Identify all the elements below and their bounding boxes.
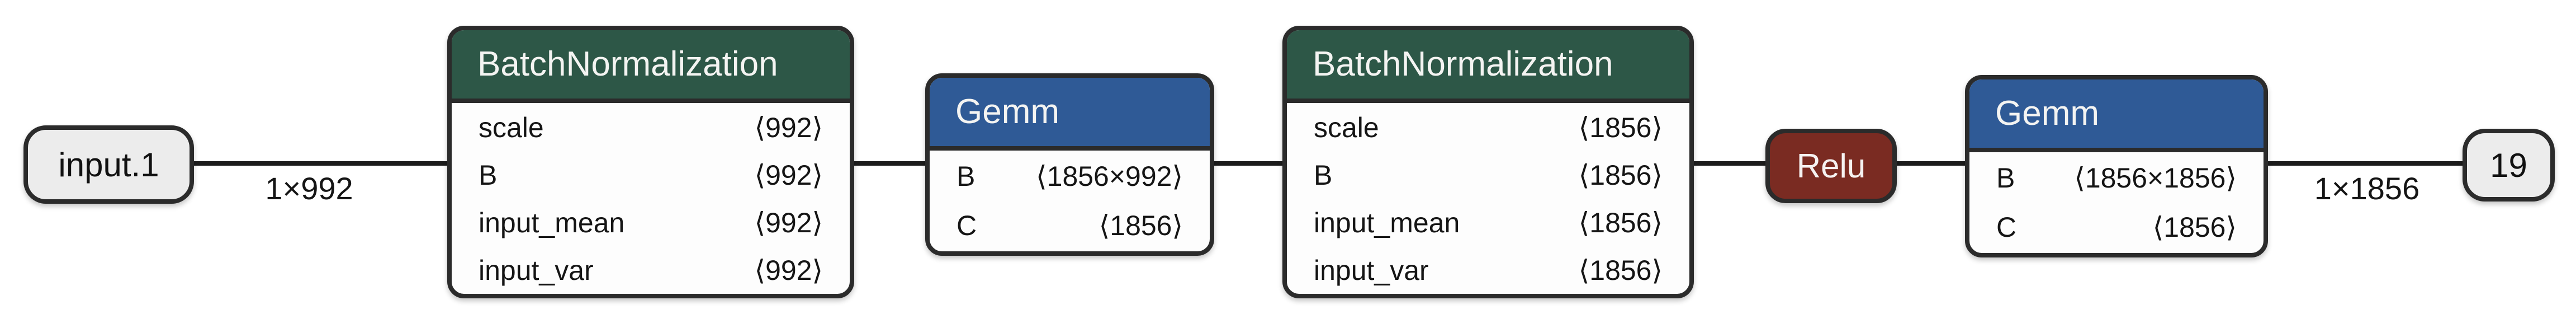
param-shape: ⟨1856⟩ [1578, 207, 1663, 238]
node-output[interactable]: 19 [2463, 129, 2555, 202]
param-name: input_var [479, 255, 594, 286]
node-batchnormalization-1-title: BatchNormalization [452, 30, 850, 103]
node-gemm-1[interactable]: Gemm B ⟨1856×992⟩ C ⟨1856⟩ [925, 73, 1214, 256]
param-shape: ⟨992⟩ [754, 112, 823, 143]
param-row-b: B ⟨1856×1856⟩ [1969, 153, 2264, 203]
param-name: C [1996, 212, 2017, 243]
param-name: C [956, 210, 977, 241]
node-relu-label: Relu [1796, 147, 1866, 185]
param-row-b: B ⟨992⟩ [452, 152, 850, 199]
node-input[interactable]: input.1 [23, 125, 194, 204]
param-row-scale: scale ⟨992⟩ [452, 104, 850, 152]
node-gemm-2[interactable]: Gemm B ⟨1856×1856⟩ C ⟨1856⟩ [1965, 75, 2268, 257]
node-output-label: 19 [2490, 146, 2527, 184]
param-row-scale: scale ⟨1856⟩ [1287, 104, 1689, 152]
param-shape: ⟨1856×1856⟩ [2074, 162, 2237, 194]
param-name: B [956, 161, 976, 192]
node-input-label: input.1 [58, 146, 159, 184]
param-name: input_mean [1314, 207, 1460, 238]
param-name: B [1314, 160, 1333, 191]
param-name: input_mean [479, 207, 625, 238]
param-row-input-mean: input_mean ⟨992⟩ [452, 199, 850, 247]
param-shape: ⟨1856⟩ [1578, 255, 1663, 286]
edge-label-input-shape: 1×992 [265, 171, 353, 206]
param-row-input-var: input_var ⟨992⟩ [452, 247, 850, 294]
node-gemm-1-title: Gemm [930, 78, 1210, 151]
param-name: B [479, 160, 498, 191]
edge-bn1-to-gemm1 [851, 161, 929, 166]
edge-label-output-shape: 1×1856 [2314, 171, 2420, 206]
param-name: scale [1314, 112, 1379, 143]
param-name: input_var [1314, 255, 1429, 286]
param-shape: ⟨992⟩ [754, 207, 823, 238]
param-row-b: B ⟨1856⟩ [1287, 152, 1689, 199]
param-shape: ⟨1856×992⟩ [1036, 161, 1183, 192]
node-batchnormalization-1[interactable]: BatchNormalization scale ⟨992⟩ B ⟨992⟩ i… [447, 26, 854, 298]
param-row-b: B ⟨1856×992⟩ [930, 152, 1210, 201]
node-gemm-2-title: Gemm [1969, 79, 2264, 152]
node-batchnormalization-2-title: BatchNormalization [1287, 30, 1689, 103]
param-name: B [1996, 162, 2015, 194]
param-name: scale [479, 112, 544, 143]
param-shape: ⟨1856⟩ [1578, 112, 1663, 143]
param-shape: ⟨992⟩ [754, 160, 823, 191]
edge-gemm2-to-output [2265, 161, 2466, 166]
param-list: scale ⟨992⟩ B ⟨992⟩ input_mean ⟨992⟩ inp… [452, 103, 850, 294]
param-list: scale ⟨1856⟩ B ⟨1856⟩ input_mean ⟨1856⟩ … [1287, 103, 1689, 294]
param-shape: ⟨1856⟩ [1098, 210, 1183, 241]
param-list: B ⟨1856×992⟩ C ⟨1856⟩ [930, 151, 1210, 250]
param-shape: ⟨992⟩ [754, 255, 823, 286]
param-shape: ⟨1856⟩ [1578, 160, 1663, 191]
param-row-c: C ⟨1856⟩ [930, 201, 1210, 250]
param-row-input-mean: input_mean ⟨1856⟩ [1287, 199, 1689, 247]
node-batchnormalization-2[interactable]: BatchNormalization scale ⟨1856⟩ B ⟨1856⟩… [1282, 26, 1694, 298]
node-relu[interactable]: Relu [1765, 129, 1897, 203]
param-list: B ⟨1856×1856⟩ C ⟨1856⟩ [1969, 152, 2264, 252]
edge-relu-to-gemm2 [1893, 161, 1968, 166]
edge-input-to-bn1 [190, 161, 451, 166]
edge-gemm1-to-bn2 [1211, 161, 1286, 166]
param-shape: ⟨1856⟩ [2152, 212, 2237, 243]
param-row-input-var: input_var ⟨1856⟩ [1287, 247, 1689, 294]
edge-bn2-to-relu [1690, 161, 1769, 166]
param-row-c: C ⟨1856⟩ [1969, 203, 2264, 252]
